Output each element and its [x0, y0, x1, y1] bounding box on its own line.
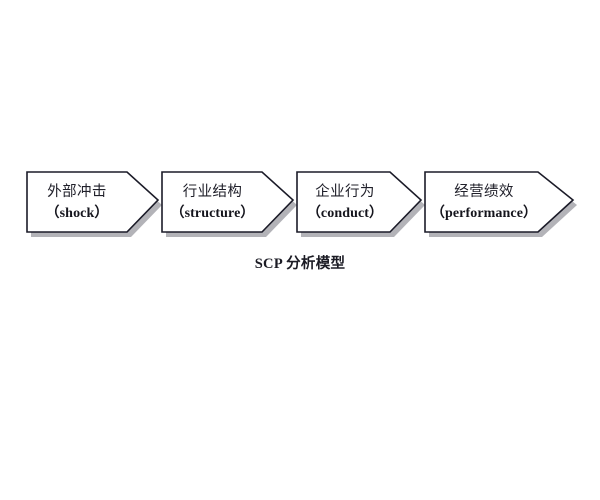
arrow-label-shock-cn: 外部冲击 [47, 184, 107, 200]
arrow-label-structure-cn: 行业结构 [182, 184, 243, 200]
arrow-shape-performance[interactable] [424, 171, 575, 233]
arrow-label-shock-en: （shock） [45, 205, 109, 221]
arrow-label-performance-en: （performance） [430, 205, 538, 221]
arrow-shape-conduct[interactable] [296, 171, 423, 233]
arrow-label-shock: 外部冲击 （shock） [27, 182, 127, 223]
arrow-shape-shock[interactable] [26, 171, 160, 233]
diagram-caption: SCP 分析模型 [0, 252, 600, 273]
arrow-label-performance-cn: 经营绩效 [454, 184, 514, 200]
arrow-label-conduct: 企业行为 （conduct） [296, 182, 394, 223]
arrow-label-structure-en: （structure） [170, 205, 255, 221]
arrow-label-conduct-en: （conduct） [306, 205, 384, 221]
arrow-label-performance: 经营绩效 （performance） [424, 182, 544, 223]
arrow-label-conduct-cn: 企业行为 [315, 184, 375, 200]
arrow-shape-structure[interactable] [161, 171, 295, 233]
diagram-caption-text: SCP 分析模型 [254, 256, 346, 272]
arrow-label-structure: 行业结构 （structure） [160, 182, 265, 223]
